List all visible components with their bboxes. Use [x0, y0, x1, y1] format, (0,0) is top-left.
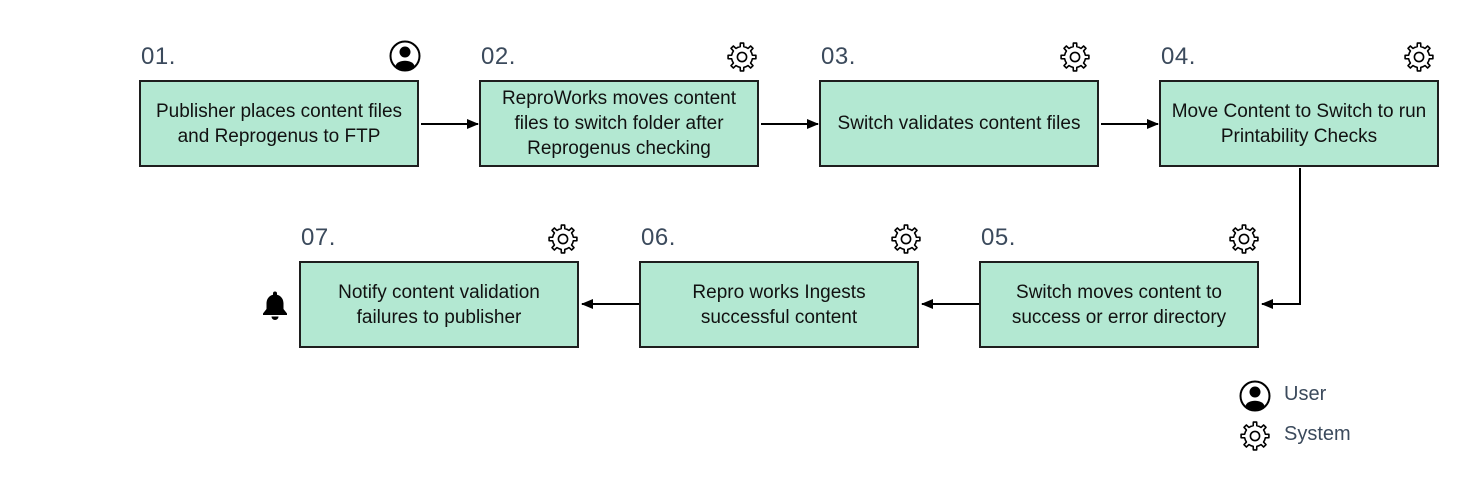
- step-05-number: 05.: [981, 224, 1016, 251]
- step-07-box: Notify content validation failures to pu…: [299, 261, 579, 348]
- legend-gear-icon: [1239, 420, 1271, 452]
- step-01-number: 01.: [141, 43, 176, 70]
- legend-system-label: System: [1284, 423, 1351, 445]
- gear-icon: [890, 223, 922, 255]
- step-03-text: Switch validates content files: [837, 113, 1081, 134]
- step-05-text: Switch moves content to success or error…: [1011, 281, 1227, 328]
- step-01-text: Publisher places content files and Repro…: [155, 100, 403, 147]
- bell-icon: [259, 289, 291, 321]
- step-04-box: Move Content to Switch to run Printabili…: [1159, 80, 1439, 167]
- user-icon: [389, 40, 421, 72]
- step-06-box: Repro works Ingests successful content: [639, 261, 919, 348]
- step-07-text: Notify content validation failures to pu…: [338, 281, 540, 328]
- step-04-text: Move Content to Switch to run Printabili…: [1171, 100, 1427, 147]
- legend-user-icon: [1239, 380, 1271, 412]
- step-02-box: ReproWorks moves content files to switch…: [479, 80, 759, 167]
- step-06-text: Repro works Ingests successful content: [692, 281, 866, 328]
- arrow-04-to-05: [1261, 168, 1301, 309]
- step-01-box: Publisher places content files and Repro…: [139, 80, 419, 167]
- gear-icon: [1228, 223, 1260, 255]
- gear-icon: [547, 223, 579, 255]
- gear-icon: [1403, 41, 1435, 73]
- gear-icon: [1059, 41, 1091, 73]
- step-02-number: 02.: [481, 43, 516, 70]
- step-05-box: Switch moves content to success or error…: [979, 261, 1259, 348]
- step-04-number: 04.: [1161, 43, 1196, 70]
- step-07-number: 07.: [301, 224, 336, 251]
- gear-icon: [726, 41, 758, 73]
- legend-user-label: User: [1284, 383, 1327, 405]
- step-03-box: Switch validates content files: [819, 80, 1099, 167]
- step-02-text: ReproWorks moves content files to switch…: [501, 88, 737, 159]
- step-03-number: 03.: [821, 43, 856, 70]
- step-06-number: 06.: [641, 224, 676, 251]
